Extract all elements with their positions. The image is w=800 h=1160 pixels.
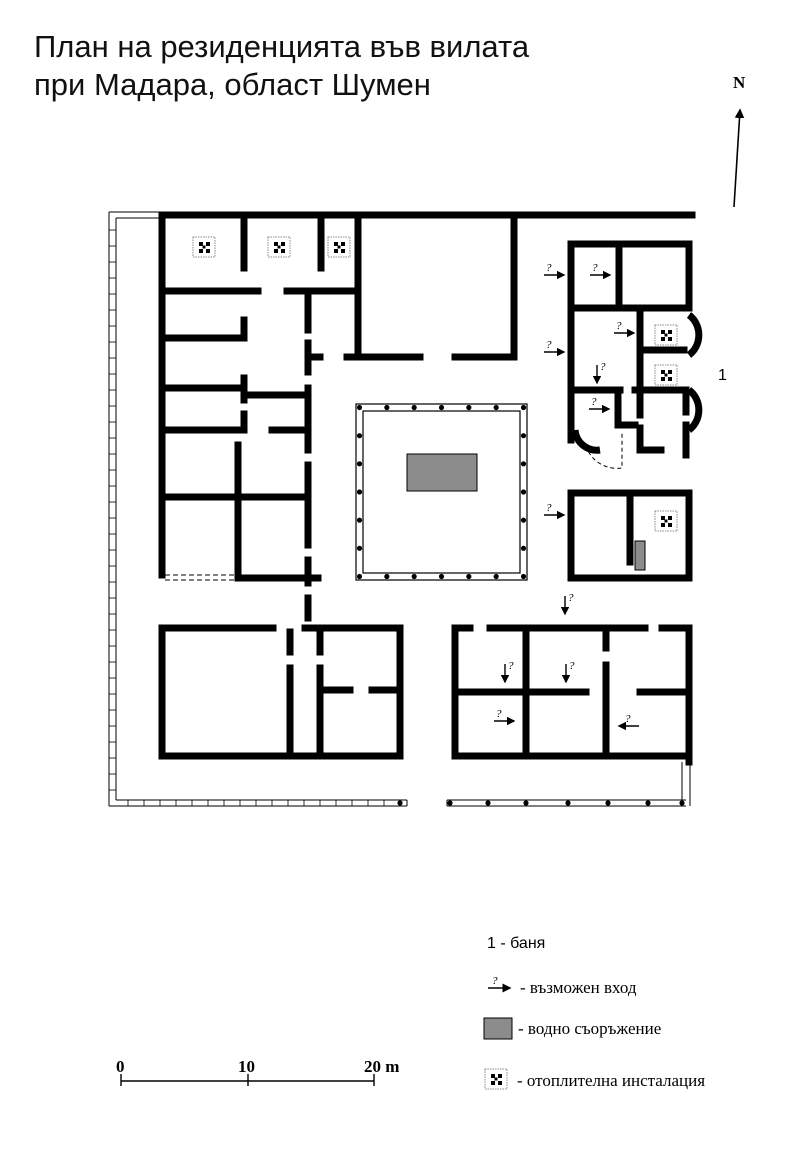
portico-column <box>485 800 491 806</box>
column <box>356 517 363 523</box>
column <box>356 404 363 411</box>
entrance-question: ? <box>591 396 597 408</box>
entrance-arrow: ? <box>494 708 516 726</box>
heating-symbol <box>484 1068 508 1090</box>
north-arrow: N <box>733 73 746 208</box>
scale-label-20: 20 m <box>364 1057 399 1076</box>
heating-symbol <box>654 364 678 386</box>
entrance-question: ? <box>569 660 575 672</box>
column <box>466 573 472 580</box>
portico-column <box>565 800 571 806</box>
entrance-question: ? <box>616 320 622 332</box>
column <box>411 404 417 411</box>
entrance-arrow: ? <box>544 262 566 280</box>
entrance-question: ? <box>496 708 502 720</box>
column <box>520 517 527 523</box>
legend-heating: - отоплителна инсталация <box>517 1071 705 1090</box>
possible-entrances: ???????????? <box>494 262 639 731</box>
column <box>520 461 527 467</box>
column <box>356 489 363 495</box>
entrance-arrow: ? <box>544 502 566 520</box>
peristyle-courtyard <box>355 403 528 581</box>
entrance-question: ? <box>546 339 552 351</box>
portico-column <box>605 800 611 806</box>
entrance-arrow: ? <box>544 339 566 357</box>
entrance-arrow: ? <box>592 361 606 385</box>
legend-entrance: - възможен вход <box>520 978 637 997</box>
scale-bar: 0 10 20 m <box>116 1057 399 1086</box>
entrance-question: ? <box>508 660 514 672</box>
column <box>356 433 363 439</box>
entrance-question: ? <box>546 502 552 514</box>
heating-symbol <box>327 236 351 258</box>
apse-dashed <box>585 432 623 469</box>
walls <box>158 211 696 766</box>
entrance-arrow: ? <box>561 660 575 684</box>
plan-title: План на резиденцията във вилата при Мада… <box>34 28 529 104</box>
column <box>520 404 527 411</box>
portico-columns <box>109 229 685 806</box>
heating-symbol <box>654 510 678 532</box>
portico-column <box>397 800 403 806</box>
column <box>520 545 527 551</box>
legend-bath: 1 - баня <box>487 935 545 952</box>
column <box>356 545 363 551</box>
column <box>520 433 527 439</box>
entrance-question: ? <box>592 262 598 274</box>
entrance-question: ? <box>625 713 631 725</box>
water-feature-pool <box>406 453 478 492</box>
entrance-arrow: ? <box>614 320 636 338</box>
column <box>520 489 527 495</box>
heating-symbol <box>654 324 678 346</box>
scale-label-10: 10 <box>238 1057 255 1076</box>
heating-installations <box>192 236 678 532</box>
column <box>438 404 445 411</box>
scale-label-0: 0 <box>116 1057 125 1076</box>
legend-water: - водно съоръжение <box>518 1019 661 1038</box>
entrance-arrow: ? <box>500 660 514 684</box>
column <box>520 573 527 580</box>
portico-column <box>447 800 453 806</box>
legend-entrance-symbol: ? <box>488 975 512 993</box>
entrance-question: ? <box>600 361 606 373</box>
north-label: N <box>733 73 746 92</box>
legend: 1 - баня ? - възможен вход - водно съоръ… <box>483 935 705 1090</box>
title-line-2: при Мадара, област Шумен <box>34 67 431 102</box>
entrance-arrow: ? <box>590 262 612 280</box>
column <box>466 404 472 411</box>
column <box>438 573 445 580</box>
heating-symbol <box>267 236 291 258</box>
legend-entrance-question: ? <box>492 975 498 987</box>
portico-column <box>523 800 529 806</box>
entrance-arrow: ? <box>589 396 611 414</box>
legend-heating-symbol <box>484 1068 508 1090</box>
bath-marker: 1 <box>718 367 727 384</box>
entrance-question: ? <box>546 262 552 274</box>
column <box>493 573 499 580</box>
column <box>356 573 363 580</box>
column <box>384 573 390 580</box>
legend-water-symbol <box>483 1017 513 1040</box>
courtyard-columns <box>356 404 527 580</box>
column <box>356 461 363 467</box>
portico-column <box>645 800 651 806</box>
entrance-arrow: ? <box>617 713 639 731</box>
portico <box>108 211 691 807</box>
column <box>411 573 417 580</box>
entrance-question: ? <box>568 592 574 604</box>
column <box>384 404 390 411</box>
heating-symbol <box>192 236 216 258</box>
column <box>493 404 499 411</box>
entrance-arrow: ? <box>560 592 574 616</box>
title-line-1: План на резиденцията във вилата <box>34 29 530 64</box>
bath-apses <box>571 312 703 454</box>
water-feature-small <box>634 540 646 571</box>
portico-column <box>679 800 685 806</box>
